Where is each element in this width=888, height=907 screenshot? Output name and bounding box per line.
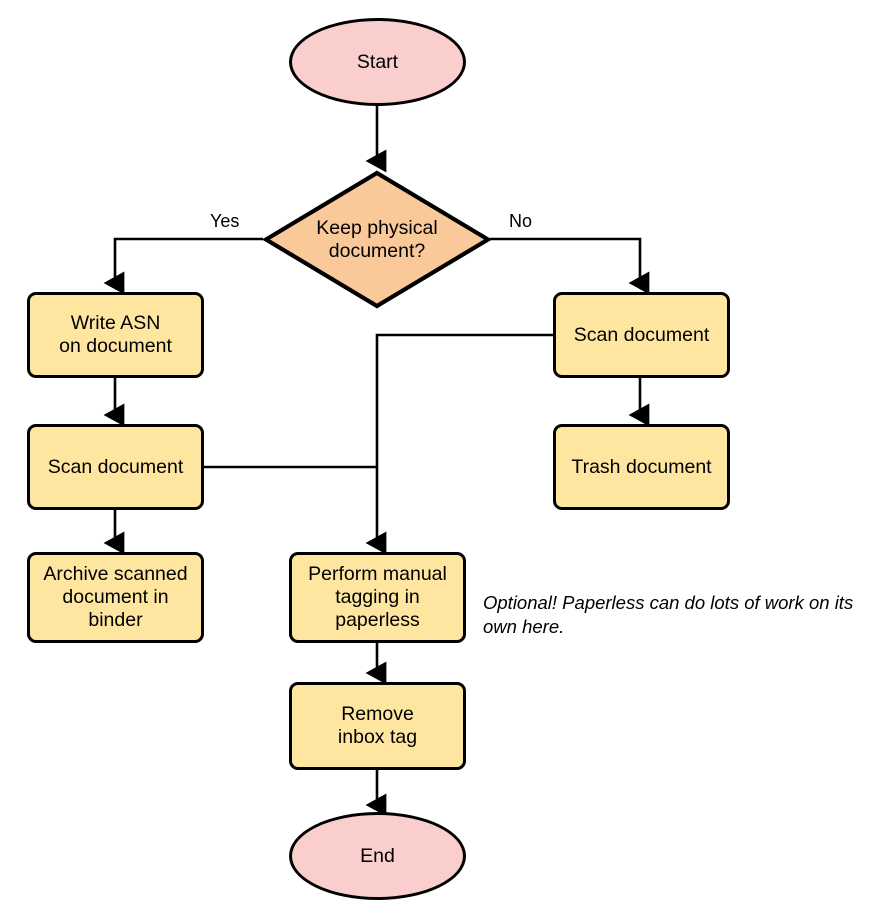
node-scan-document-left[interactable]: Scan document: [27, 424, 204, 510]
node-remove-inbox-tag-label: Remove inbox tag: [338, 703, 417, 749]
tagging-line2: tagging in: [335, 586, 420, 608]
edge-label-yes: Yes: [210, 211, 240, 231]
edge-decision-no: [490, 237, 650, 295]
edge-scanright-to-tagging: [365, 333, 553, 555]
edge-label-no: No: [509, 211, 533, 231]
node-keep-physical-document-label: Keep physical document?: [316, 217, 437, 263]
node-manual-tagging-label: Perform manual tagging in paperless: [308, 563, 447, 632]
node-write-asn-label: Write ASN on document: [59, 312, 172, 358]
decision-label-line1: Keep physical: [316, 216, 438, 239]
node-scan-document-right[interactable]: Scan document: [553, 292, 730, 378]
node-trash-document[interactable]: Trash document: [553, 424, 730, 510]
annotation-optional-note: Optional! Paperless can do lots of work …: [483, 592, 854, 637]
node-scan-document-left-label: Scan document: [47, 455, 184, 478]
tagging-line1: Perform manual: [308, 563, 447, 585]
node-archive-binder-label: Archive scanned document in binder: [43, 563, 187, 632]
node-start-label: Start: [356, 50, 399, 73]
archive-line1: Archive scanned: [43, 563, 188, 585]
write-asn-line1: Write ASN: [70, 312, 161, 334]
remove-inbox-line2: inbox tag: [337, 726, 418, 748]
node-scan-document-right-label: Scan document: [573, 323, 710, 346]
decision-label-line2: document?: [328, 239, 426, 262]
node-trash-document-label: Trash document: [571, 455, 712, 478]
edge-decision-yes: [103, 237, 263, 295]
tagging-line3: paperless: [335, 609, 420, 631]
node-keep-physical-document[interactable]: Keep physical document?: [263, 170, 491, 309]
node-remove-inbox-tag[interactable]: Remove inbox tag: [289, 682, 466, 770]
node-archive-binder[interactable]: Archive scanned document in binder: [27, 552, 204, 643]
node-start[interactable]: Start: [289, 18, 466, 106]
remove-inbox-line1: Remove: [341, 703, 414, 725]
node-end-label: End: [360, 844, 395, 867]
archive-line2: document in: [62, 586, 169, 608]
write-asn-line2: on document: [59, 335, 172, 357]
decision-shape: [263, 170, 491, 309]
archive-line3: binder: [88, 609, 143, 631]
node-write-asn[interactable]: Write ASN on document: [27, 292, 204, 378]
node-manual-tagging[interactable]: Perform manual tagging in paperless: [289, 552, 466, 643]
node-end[interactable]: End: [289, 812, 466, 900]
